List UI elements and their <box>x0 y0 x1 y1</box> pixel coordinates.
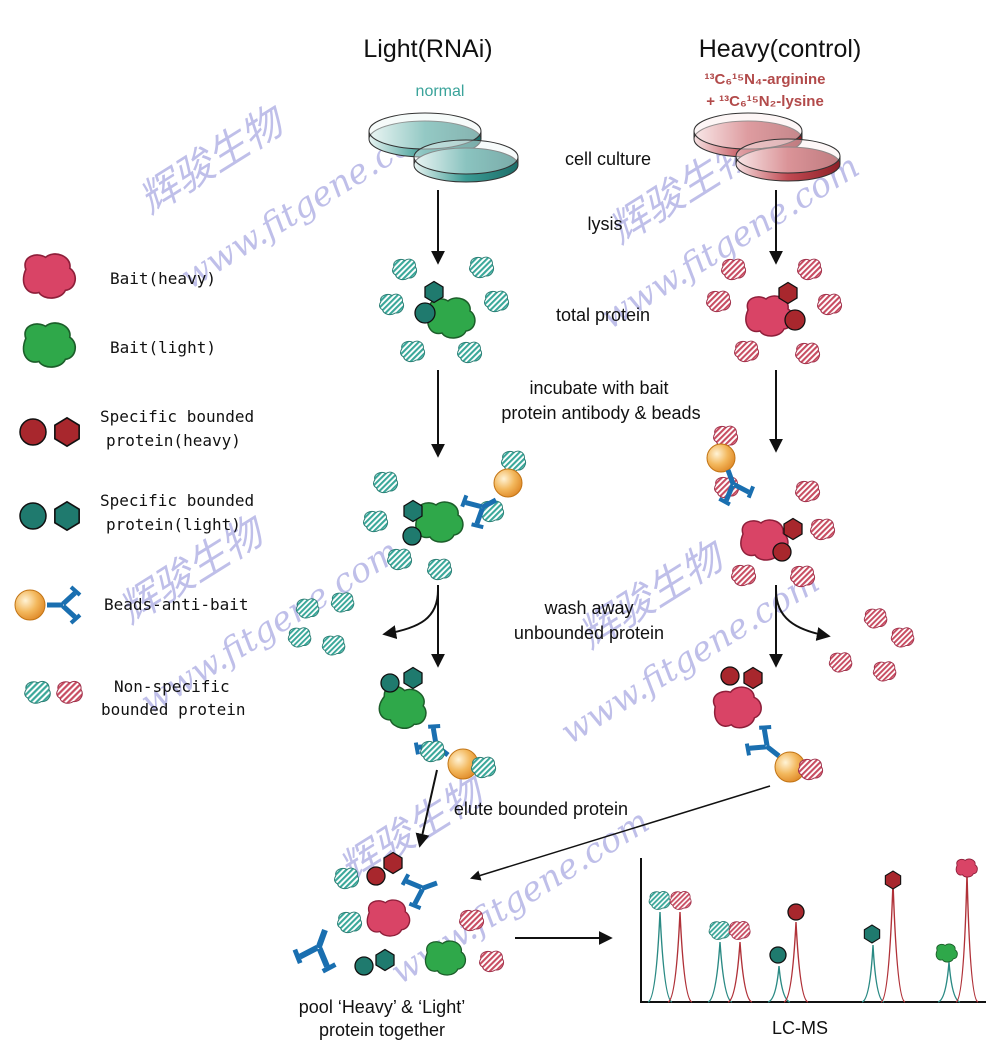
legend-label: Specific bounded <box>100 407 254 426</box>
heavy-washed-away-proteins <box>828 608 915 682</box>
nonspecific-light-icon <box>24 680 51 704</box>
heavy-culture-dish-icon <box>693 112 841 182</box>
heavy-ip-complex <box>706 425 836 588</box>
heavy-label-arginine: ¹³C₆¹⁵N₄-arginine <box>705 71 826 88</box>
legend-label: Bait(heavy) <box>110 269 216 288</box>
step-total-protein: total protein <box>556 305 650 325</box>
legend-label: protein(heavy) <box>106 431 241 450</box>
step-lcms: LC-MS <box>772 1018 828 1038</box>
specific-heavy-hexagon-icon <box>54 417 80 447</box>
light-total-protein <box>379 256 510 364</box>
antibody-icon <box>47 587 80 623</box>
nonspecific-heavy-icon <box>56 680 83 704</box>
pooled-protein-mixture <box>291 851 505 976</box>
step-pool-line1: pool ‘Heavy’ & ‘Light’ <box>299 997 465 1017</box>
legend-label: Specific bounded <box>100 491 254 510</box>
flow-arrows <box>382 190 831 945</box>
heavy-column-title: Heavy(control) <box>699 35 862 63</box>
specific-heavy-circle-icon <box>19 418 47 446</box>
heavy-washed-complex <box>709 666 824 783</box>
legend-item-bait-light: Bait(light) <box>22 322 216 368</box>
lcms-axes <box>640 858 986 1003</box>
step-pool-line2: protein together <box>319 1020 445 1040</box>
step-lysis: lysis <box>588 214 623 234</box>
lcms-spectrum <box>640 858 986 1003</box>
bead-icon <box>14 589 46 621</box>
legend-item-beads: Beads-anti-bait <box>14 587 249 623</box>
legend-label: protein(light) <box>106 515 241 534</box>
step-elute: elute bounded protein <box>454 799 628 819</box>
light-washed-complex <box>374 666 497 780</box>
heavy-label-lysine: + ¹³C₆¹⁵N₂-lysine <box>706 93 824 110</box>
step-incubate-line2: protein antibody & beads <box>501 403 700 423</box>
step-cell-culture: cell culture <box>565 149 651 169</box>
legend: Bait(heavy) Bait(light) Specific bounded… <box>14 253 254 719</box>
legend-label: Bait(light) <box>110 338 216 357</box>
legend-item-bait-heavy: Bait(heavy) <box>22 253 216 299</box>
step-wash-line2: unbounded protein <box>514 623 664 643</box>
light-culture-dish-icon <box>368 112 519 183</box>
specific-light-circle-icon <box>19 502 47 530</box>
step-incubate-line1: incubate with bait <box>529 378 668 398</box>
legend-label: bounded protein <box>101 700 246 719</box>
light-ip-complex <box>363 450 527 581</box>
step-wash-line1: wash away <box>543 598 633 618</box>
light-column-title: Light(RNAi) <box>363 35 492 63</box>
specific-light-hexagon-icon <box>54 501 80 531</box>
legend-label: Non-specific <box>114 677 230 696</box>
heavy-total-protein <box>706 258 843 365</box>
legend-item-specific-heavy: Specific bounded protein(heavy) <box>19 407 254 450</box>
bait-heavy-icon <box>22 253 77 299</box>
legend-item-specific-light: Specific bounded protein(light) <box>19 491 254 534</box>
light-condition: normal <box>416 83 465 100</box>
legend-label: Beads-anti-bait <box>104 595 249 614</box>
bait-light-icon <box>22 322 77 368</box>
legend-item-nonspecific: Non-specific bounded protein <box>24 677 246 719</box>
